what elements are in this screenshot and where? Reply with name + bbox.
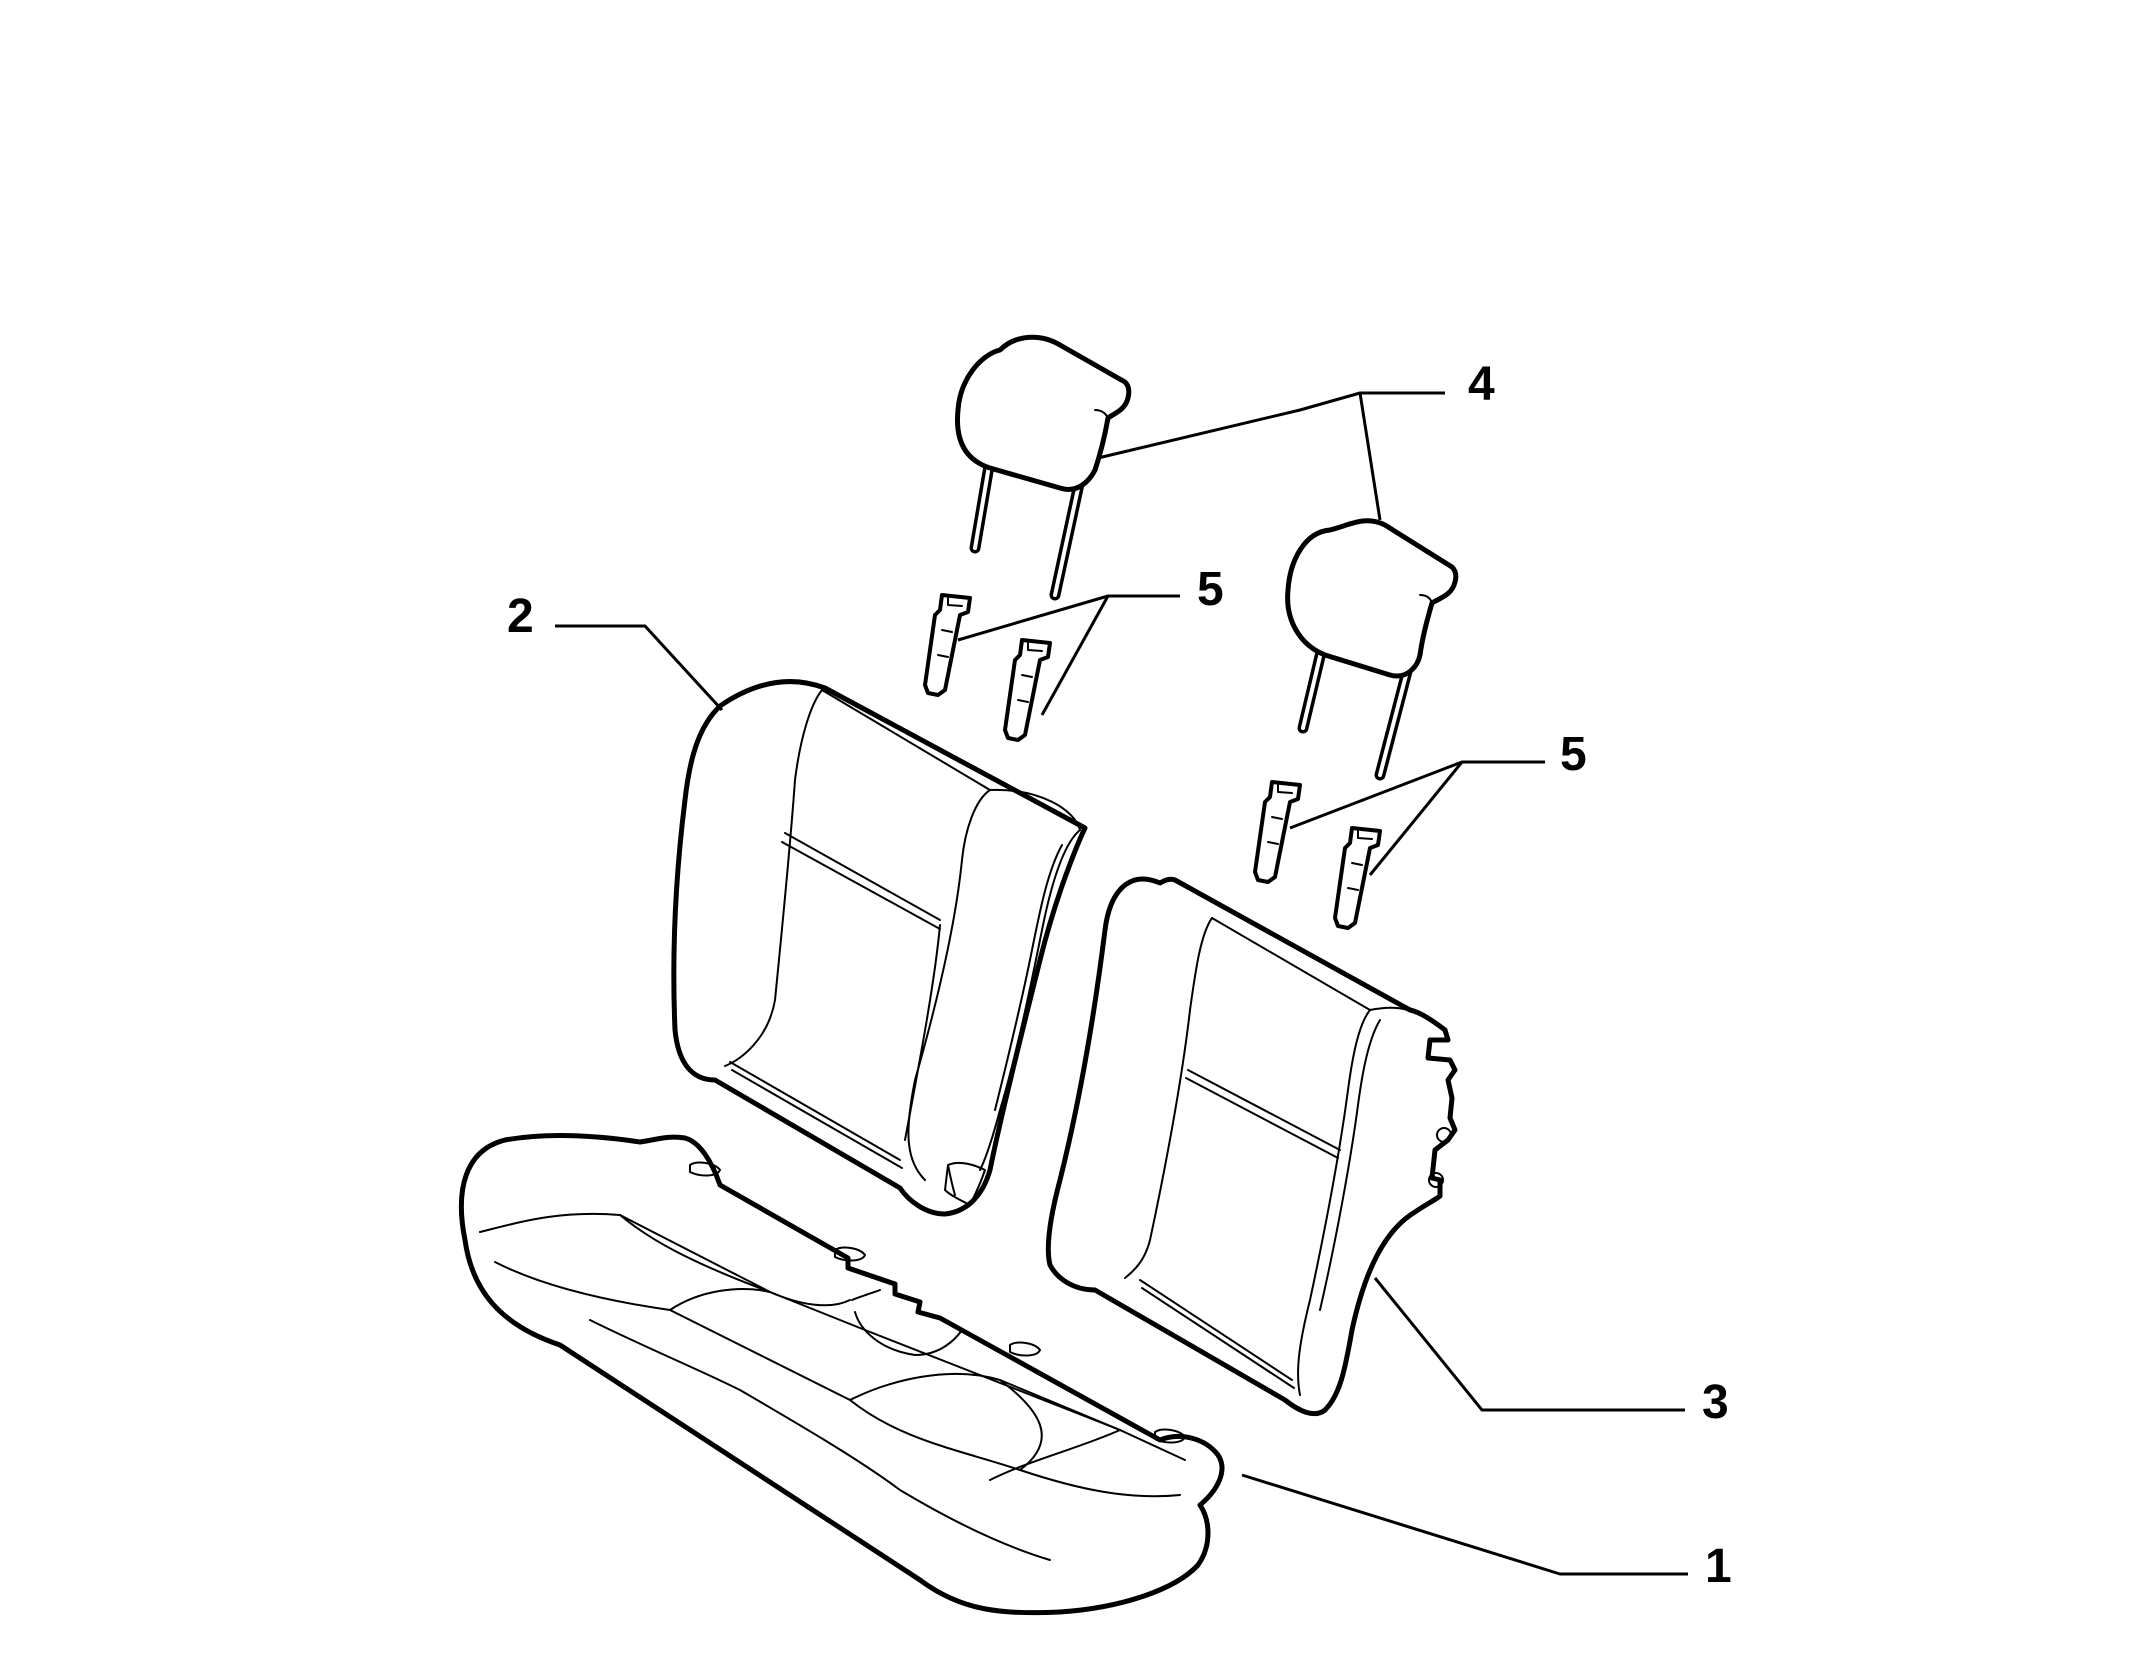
leader-lines xyxy=(555,391,1688,1576)
callout-2: 2 xyxy=(507,590,534,643)
headrest-guide-2 xyxy=(1003,638,1052,742)
callout-3: 3 xyxy=(1702,1376,1729,1429)
leader-line-2 xyxy=(555,624,724,712)
left-headrest xyxy=(954,334,1132,601)
callout-4: 4 xyxy=(1468,358,1495,411)
leader-line-3 xyxy=(1373,1277,1685,1412)
leader-line-1 xyxy=(1241,1473,1688,1576)
seat-cushion xyxy=(458,1133,1225,1616)
callout-1: 1 xyxy=(1705,1540,1732,1593)
callout-5b: 5 xyxy=(1560,728,1587,781)
right-headrest xyxy=(1285,518,1459,781)
callout-5a: 5 xyxy=(1197,563,1224,616)
headrest-guide-4 xyxy=(1333,826,1382,930)
headrest-guide-1 xyxy=(923,593,972,697)
headrest-guide-3 xyxy=(1253,780,1302,884)
left-backrest xyxy=(671,679,1088,1217)
leader-line-5b xyxy=(1289,760,1545,876)
leader-line-5a xyxy=(957,594,1180,716)
callout-numbers: 4 5 2 5 3 1 xyxy=(507,358,1732,1593)
right-backrest xyxy=(1045,876,1458,1417)
leader-line-4 xyxy=(1097,391,1445,521)
